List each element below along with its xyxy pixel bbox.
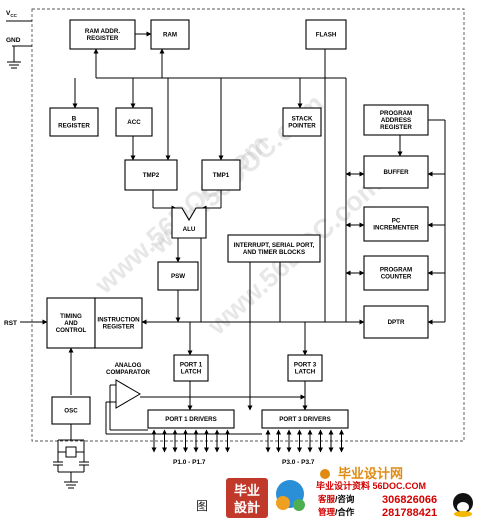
program-counter-label-1: PROGRAM: [380, 267, 412, 274]
interrupt-blocks-label-1: INTERRUPT, SERIAL PORT,: [234, 242, 315, 249]
ram-label-1: RAM: [163, 32, 177, 39]
interrupt-blocks-block: INTERRUPT, SERIAL PORT,AND TIMER BLOCKS: [227, 234, 321, 263]
port1-drivers-block: PORT 1 DRIVERS: [147, 409, 235, 429]
pc-incrementer-label-2: INCREMENTER: [373, 225, 419, 232]
interrupt-blocks-label-2: AND TIMER BLOCKS: [243, 249, 305, 256]
logo-line-2: 設計: [234, 500, 260, 515]
alu-label: ALU: [183, 226, 196, 233]
tmp1-block: TMP1: [201, 159, 241, 191]
program-address-register-label-2: ADDRESS: [381, 117, 411, 124]
logo-box: [226, 478, 268, 518]
svg-text:管理/合作: 管理/合作: [318, 507, 355, 517]
port3-drivers-label-1: PORT 3 DRIVERS: [279, 416, 331, 423]
tmp2-block: TMP2: [124, 159, 178, 191]
buffer-block: BUFFER: [363, 155, 429, 189]
coop-label: 合作: [336, 507, 355, 517]
port1-drivers-label-1: PORT 1 DRIVERS: [165, 416, 217, 423]
brand-name: 毕业设计网: [338, 466, 403, 481]
timing-control-label-3: CONTROL: [56, 327, 87, 334]
analog-comparator-label-1: ANALOG: [115, 362, 142, 369]
ram-addr-register-label-2: REGISTER: [87, 35, 119, 42]
footer-banner: 图 毕业 設計 毕业设计网 毕业设计资料 56DOC.COM 客服/咨询 管理/…: [196, 466, 473, 519]
program-counter-label-2: COUNTER: [381, 274, 412, 281]
logo-line-1: 毕业: [234, 483, 260, 498]
stack-pointer-label-1: STACK: [292, 116, 313, 123]
psw-label-1: PSW: [171, 273, 185, 280]
tmp2-label-1: TMP2: [143, 172, 160, 179]
stack-pointer-label-2: POINTER: [288, 123, 316, 130]
p3-range-label: P3.0 - P3.7: [282, 459, 315, 466]
dptr-block: DPTR: [363, 305, 429, 339]
pc-incrementer-label-1: PC: [392, 218, 401, 225]
alu-block: ALU: [171, 207, 207, 239]
buffer-label-1: BUFFER: [383, 169, 409, 176]
flash-label-1: FLASH: [316, 32, 337, 39]
manage-label: 管理: [318, 507, 336, 517]
acc-label-1: ACC: [127, 119, 141, 126]
port1-pins: [151, 429, 230, 453]
dptr-label-1: DPTR: [388, 319, 405, 326]
brand-dot: [320, 469, 330, 479]
p1-range-label: P1.0 - P1.7: [173, 459, 206, 466]
comparator-symbol: [115, 379, 141, 409]
program-address-register-label-3: REGISTER: [380, 124, 412, 131]
flash-block: FLASH: [305, 19, 347, 50]
timing-control-label-2: AND: [64, 320, 78, 327]
port1-latch-label-2: LATCH: [181, 369, 202, 376]
service-label: 客服: [317, 494, 336, 504]
ram-addr-register-block: RAM ADDR.REGISTER: [69, 19, 136, 50]
chip-outline: [31, 8, 465, 442]
vcc-label: VCC: [6, 10, 18, 18]
port3-latch-label-1: PORT 3: [294, 362, 317, 369]
timing-control-label-1: TIMING: [60, 313, 82, 320]
acc-block: ACC: [115, 107, 153, 137]
instruction-register-label-1: INSTRUCTION: [97, 317, 140, 324]
psw-block: PSW: [157, 261, 199, 291]
gnd-label: GND: [6, 37, 21, 44]
svg-text:客服/咨询: 客服/咨询: [317, 494, 355, 504]
port3-latch-label-2: LATCH: [295, 369, 316, 376]
analog-comparator-label-2: COMPARATOR: [106, 369, 151, 376]
b-register-label-2: REGISTER: [58, 123, 90, 130]
b-register-label-1: B: [72, 116, 77, 123]
ram-addr-register-label-1: RAM ADDR.: [85, 28, 120, 35]
ram-block: RAM: [150, 19, 190, 50]
power-pins: VCC GND: [6, 10, 32, 69]
instruction-register-label-2: REGISTER: [103, 324, 135, 331]
qq-number-2: 281788421: [382, 507, 437, 519]
port3-drivers-block: PORT 3 DRIVERS: [261, 409, 349, 429]
program-address-register-label-1: PROGRAM: [380, 110, 412, 117]
port3-pins: [265, 429, 344, 453]
rst-label: RST: [4, 320, 17, 327]
crystal: [53, 424, 89, 489]
tmp1-label-1: TMP1: [213, 172, 230, 179]
buses: [20, 31, 446, 435]
site-line: 毕业设计资料 56DOC.COM: [316, 480, 426, 491]
osc-label-1: OSC: [64, 408, 78, 415]
port1-latch-label-1: PORT 1: [180, 362, 203, 369]
figure-label: 图: [196, 499, 208, 513]
qq-number-1: 306826066: [382, 494, 437, 506]
consult-label: 咨询: [337, 494, 355, 504]
osc-block: OSC: [51, 396, 91, 425]
